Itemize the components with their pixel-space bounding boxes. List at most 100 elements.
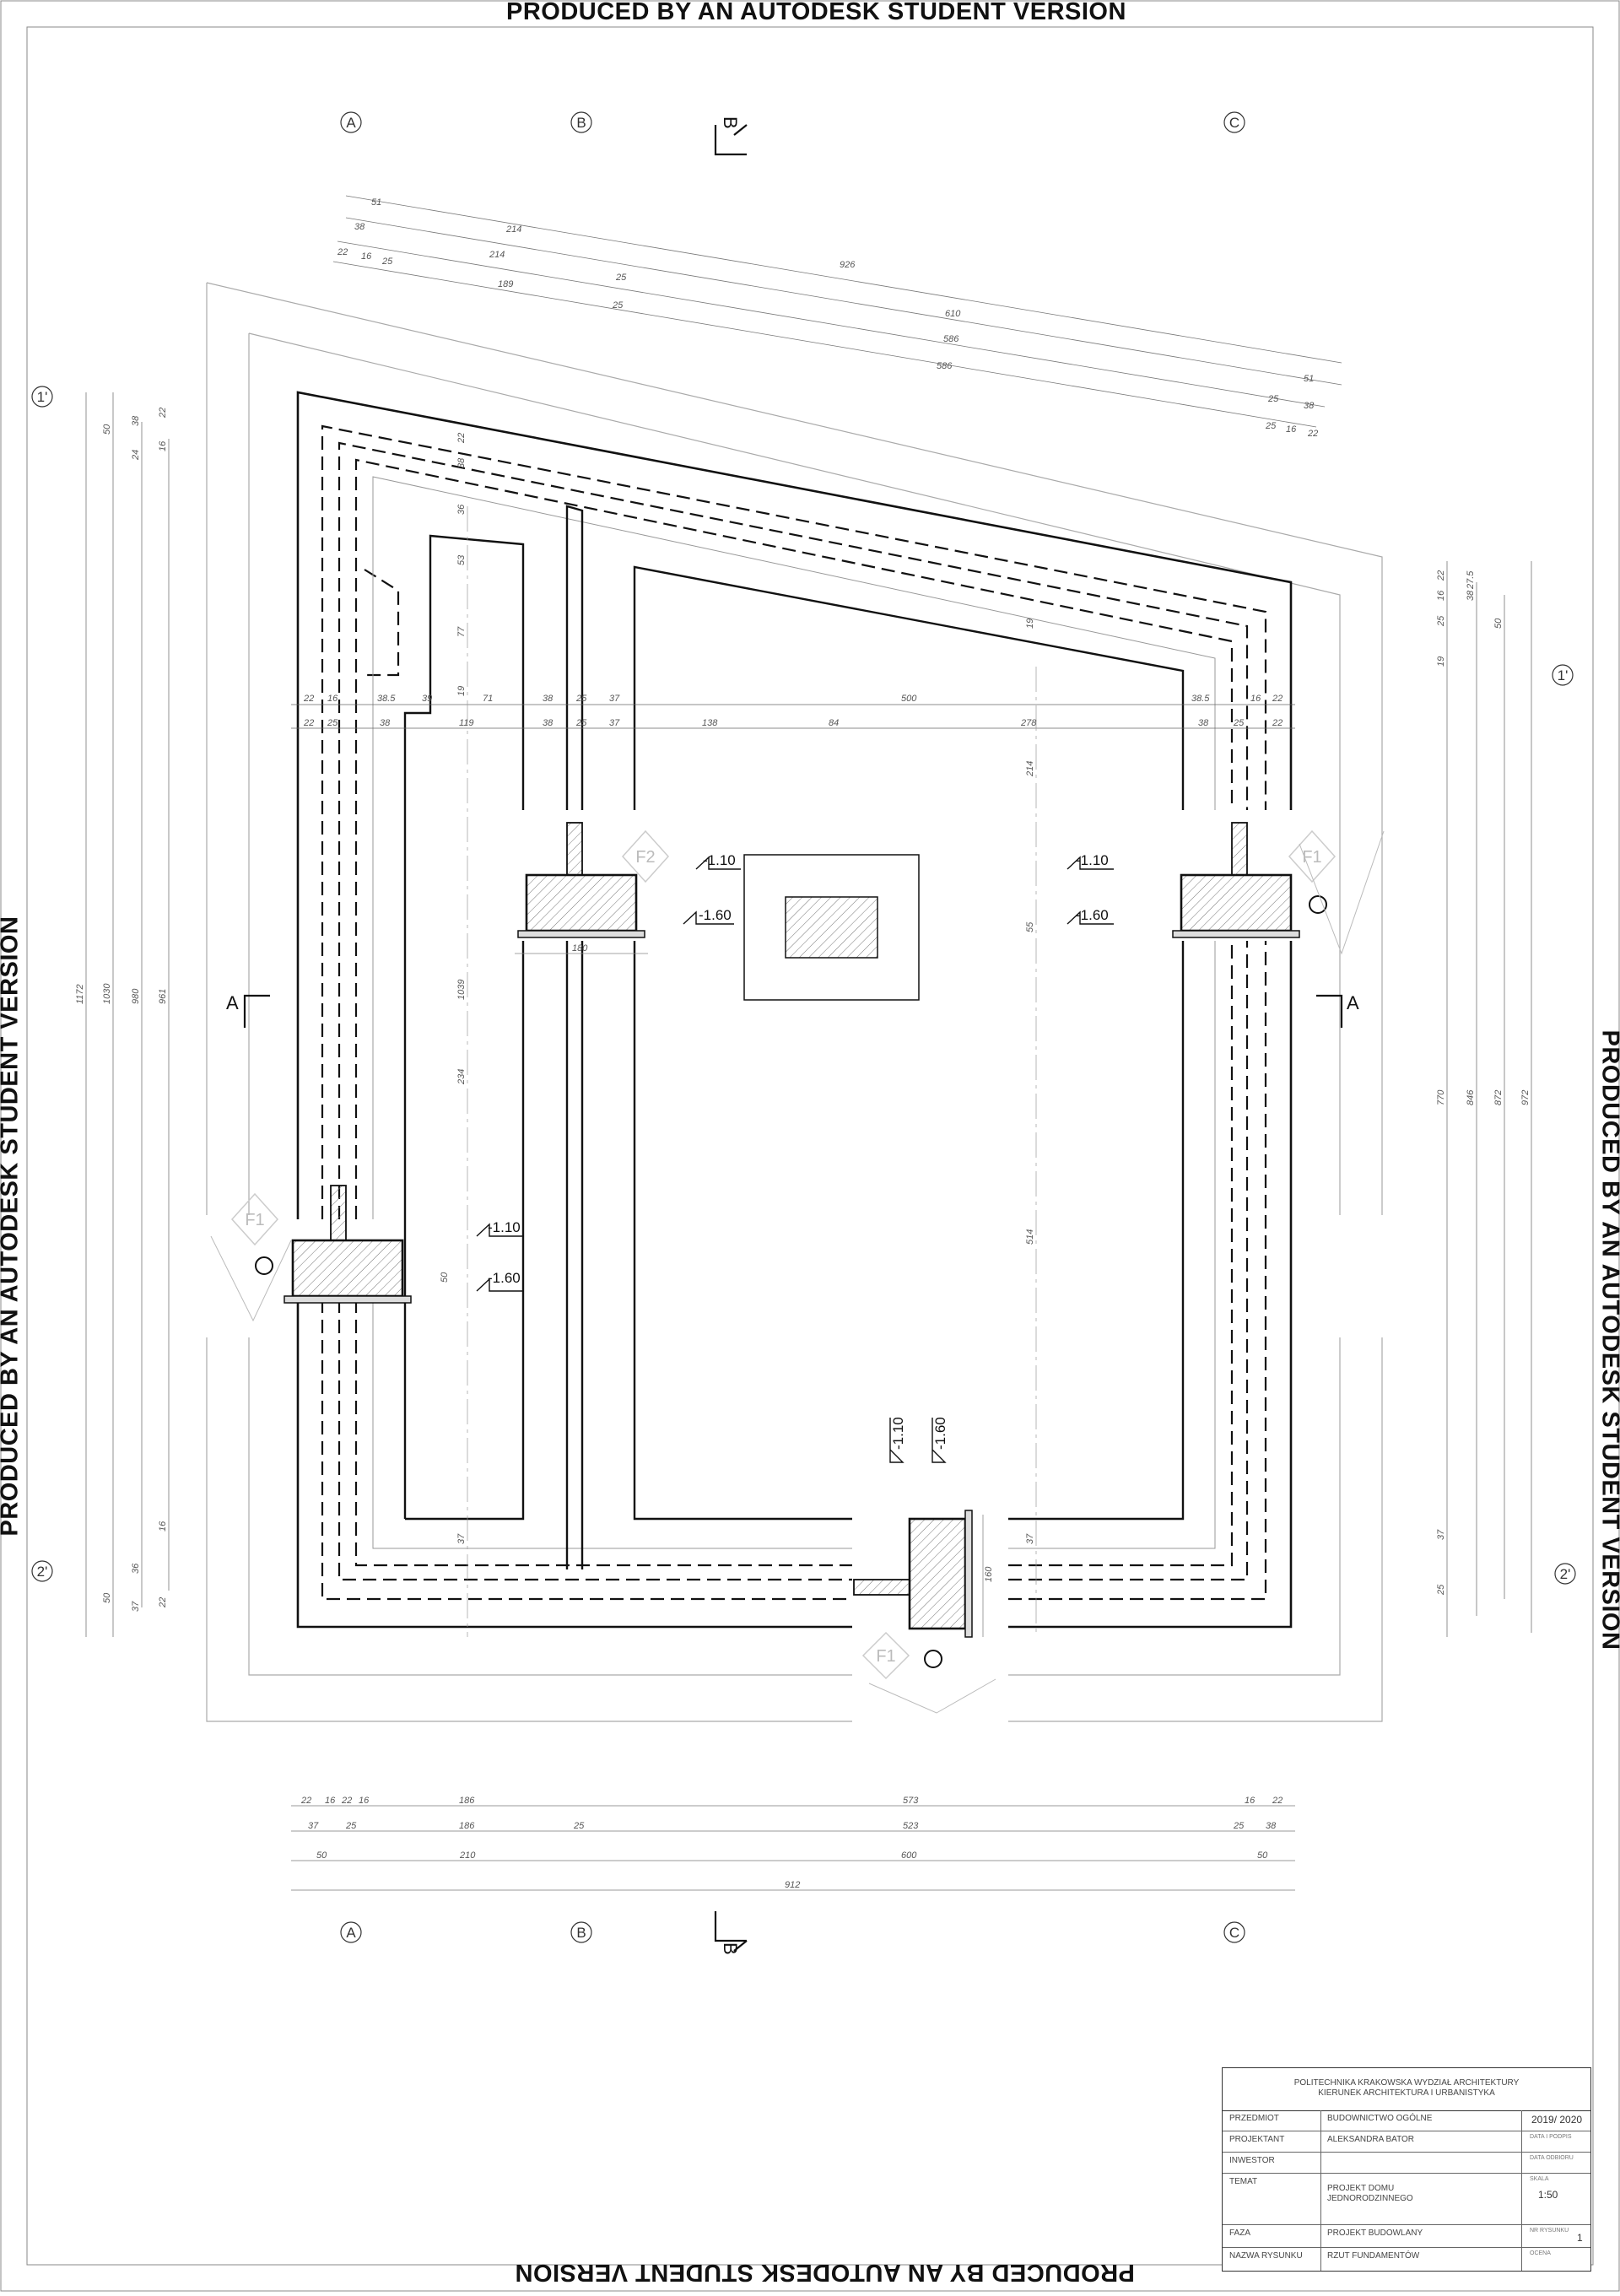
dimension-text: 25 [1436,1584,1446,1596]
footing-tag: F1 [245,1211,264,1229]
dimension-text: 1030 [102,983,112,1004]
axis-label: A [346,115,356,131]
row-label: FAZA [1229,2228,1250,2238]
axis-label: A [346,1925,356,1941]
title-row-designer: PROJEKTANT ALEKSANDRA BATOR DATA I PODPI… [1223,2131,1590,2153]
dimension-text: 36 [456,504,467,515]
row-value: PROJEKT DOMU [1327,2184,1394,2193]
dimension-text: 37 [609,718,620,728]
footing-section-f1-left [211,1186,411,1321]
dimension-text: 37 [456,1533,467,1544]
dimension-text: 38 [380,718,391,728]
level-label: -1.10 [1076,852,1109,868]
dimension-text: 50 [1493,618,1504,629]
dimension-text: 37 [609,694,620,704]
dimension-text: 38 [543,718,554,728]
foundation-wall-outer [298,392,1291,1627]
watermark-top: PRODUCED BY AN AUTODESK STUDENT VERSION [506,0,1126,26]
dimension-text: 160 [984,1566,994,1582]
dimension-text: 37 [308,1821,319,1831]
dimension-text: 22 [1272,718,1282,728]
mid-dimension-lines [291,705,1295,728]
dimension-text: 586 [937,361,953,371]
dimension-text: 22 [1272,694,1282,704]
bottom-dimension-lines [291,1806,1295,1890]
title-row-drawing-name: NAZWA RYSUNKU RZUT FUNDAMENTÓW OCENA [1223,2248,1590,2271]
dimension-text: 38 [1304,401,1315,411]
row-label: PROJEKTANT [1229,2135,1284,2144]
row-label: INWESTOR [1229,2156,1275,2165]
dimension-text: 38 [543,694,554,704]
dimension-text: 22 [1307,429,1318,439]
dimension-text: 50 [102,424,112,435]
watermark-bottom: PRODUCED BY AN AUTODESK STUDENT VERSION [515,2258,1135,2286]
dimension-text: 25 [1233,1821,1245,1831]
school-line-1: POLITECHNIKA KRAKOWSKA WYDZIAŁ ARCHITEKT… [1223,2078,1590,2088]
level-label: -1.60 [488,1270,521,1286]
dimension-text: 22 [300,1796,311,1806]
dimension-text: 1172 [75,984,85,1004]
dimension-text: 39 [422,694,432,704]
section-label: A [1347,992,1359,1013]
dimension-text: 38 [354,222,365,232]
row-small-label: NR RYSUNKU [1530,2228,1569,2234]
chimney-footing [744,855,919,1000]
title-block-header: POLITECHNIKA KRAKOWSKA WYDZIAŁ ARCHITEKT… [1223,2068,1590,2111]
dimension-text: 1039 [456,980,467,1000]
dimension-text: 19 [1025,619,1035,629]
dimension-text: 22 [456,433,467,444]
axis-label: 1' [37,389,48,405]
dimension-text: 770 [1436,1089,1446,1105]
section-label: A [226,992,239,1013]
dimension-text: 926 [840,260,856,270]
dimension-text: 25 [615,273,627,283]
level-label: -1.10 [890,1417,906,1450]
dimension-text: 22 [158,1597,168,1608]
dimension-text: 846 [1466,1089,1476,1105]
offset-lines [373,477,1215,1548]
dimension-text: 37 [1025,1533,1035,1544]
dimension-text: 234 [456,1069,467,1085]
dimension-text: 586 [943,334,959,344]
dimension-text: 19 [456,686,467,696]
level-label: -1.60 [699,907,732,923]
section-label: B [720,116,741,129]
dimension-text: 38 [1266,1821,1277,1831]
axis-label: B [576,1925,586,1941]
dimension-text: 25 [1267,394,1279,404]
footing-tag: F1 [1302,848,1321,867]
dimension-text: 25 [327,718,338,728]
dimension-text: 38 [1198,718,1209,728]
footing-section-f2 [515,823,668,954]
dimension-text: 25 [1233,718,1245,728]
footing-tag: F2 [635,848,655,867]
footing-tag: F1 [876,1647,895,1666]
dimension-text: 25 [575,694,587,704]
section-label: B [720,1942,741,1955]
dimension-text: 38.5 [1191,694,1210,704]
dimension-text: 25 [1436,615,1446,627]
row-scale: 1:50 [1538,2189,1558,2201]
dimension-text: 51 [371,197,381,208]
dimension-text: 189 [498,279,513,289]
dimension-text: 50 [102,1592,112,1603]
footing-section-bottom [854,1510,996,1713]
dimension-text: 500 [901,694,917,704]
level-label: -1.60 [932,1417,948,1450]
title-row-phase: FAZA PROJEKT BUDOWLANY NR RYSUNKU 1 [1223,2225,1590,2248]
dimension-text: 610 [945,309,961,319]
dimension-text: 514 [1025,1229,1035,1245]
title-block: POLITECHNIKA KRAKOWSKA WYDZIAŁ ARCHITEKT… [1222,2067,1591,2272]
row-small-label: OCENA [1530,2250,1551,2256]
dimension-text: 50 [440,1272,450,1283]
dimension-text: 25 [1265,421,1277,431]
dimension-text: 138 [702,718,718,728]
level-label: -1.10 [488,1219,521,1235]
dimension-text: 278 [1020,718,1037,728]
dimension-text: 22 [1436,570,1446,581]
dimension-text: 16 [1436,590,1446,601]
top-dimension-lines [333,196,1342,427]
title-row-investor: INWESTOR DATA ODBIORU [1223,2153,1590,2174]
